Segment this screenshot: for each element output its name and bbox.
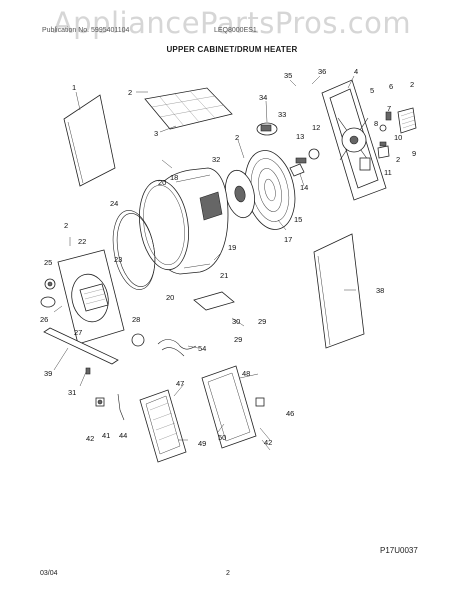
section-title: UPPER CABINET/DRUM HEATER [166,45,298,54]
callout: 13 [296,132,304,141]
page-number: 2 [226,570,230,577]
door-inner-panel-part[interactable] [139,389,187,463]
callout: 9 [412,149,416,158]
callout: 20 [158,178,166,187]
rear-bulkhead-part[interactable] [321,79,387,201]
callout: 2 [410,80,414,89]
drum-heater-disc-part[interactable] [221,146,301,234]
leader-lines [53,75,356,451]
callout: 27 [74,328,82,337]
callout: 50 [218,433,226,442]
light-socket-part[interactable] [256,122,278,136]
top-vent-tray-part[interactable] [144,87,233,130]
model-number: LEQ8000ES1 [214,27,257,34]
callout: 54 [198,344,206,353]
callout: 47 [176,379,184,388]
callout: 2 [396,155,400,164]
callout: 42 [86,434,94,443]
support-bracket-part[interactable] [193,291,235,311]
callout: 24 [110,199,118,208]
callout: 41 [102,431,110,440]
callout: 2 [128,88,132,97]
callout: 8 [374,119,378,128]
side-panel-part[interactable] [313,233,365,349]
callout: 11 [384,168,392,177]
callout: 31 [68,388,76,397]
door-switch-part[interactable] [40,278,56,308]
callout: 29 [258,317,266,326]
callout: 18 [170,173,178,182]
callout: 1 [72,83,76,92]
callout: 34 [259,93,267,102]
callout: 46 [286,409,294,418]
callout: 20 [166,293,174,302]
figure-code: P17U0037 [380,546,418,555]
dryer-drum-part[interactable] [134,167,229,275]
callout: 33 [278,110,286,119]
callout: 10 [394,133,402,142]
exhaust-grille-part[interactable] [397,107,417,134]
callout: 49 [198,439,206,448]
callout: 32 [212,155,220,164]
callout: 36 [318,67,326,76]
door-catch-part[interactable] [255,397,265,407]
callout: 14 [300,183,308,192]
footer-date: 03/04 [40,570,58,577]
door-outer-panel-part[interactable] [201,365,257,449]
callout: 17 [284,235,292,244]
callout-labels: 1 2 3 34 33 35 36 4 5 6 2 7 8 9 2 10 11 … [40,67,416,448]
callout: 26 [40,315,48,324]
callout: 22 [78,237,86,246]
watermark: AppliancePartsPros.com [52,6,412,40]
screw-part[interactable] [85,367,91,375]
callout: 28 [132,315,140,324]
callout: 6 [389,82,393,91]
callout: 7 [387,104,391,113]
callout: 30 [232,317,240,326]
bracket-part[interactable] [377,145,390,159]
callout: 38 [376,286,384,295]
door-hinge-part[interactable] [95,393,125,421]
top-panel-part[interactable] [63,94,116,187]
callout: 39 [44,369,52,378]
callout: 4 [354,67,358,76]
callout: 44 [119,431,127,440]
wire-harness-part[interactable] [157,339,197,357]
callout: 12 [312,123,320,132]
callout: 35 [284,71,292,80]
callout: 29 [234,335,242,344]
bearing-assembly-part[interactable] [289,148,320,177]
callout: 23 [114,255,122,264]
callout: 5 [370,86,374,95]
callout: 25 [44,258,52,267]
callout: 3 [154,129,158,138]
callout: 15 [294,215,302,224]
drum-seal-ring-part[interactable] [107,207,160,293]
bulkhead-hardware-part[interactable] [379,111,392,147]
callout: 21 [220,271,228,280]
callout: 2 [235,133,239,142]
callout: 19 [228,243,236,252]
callout: 2 [64,221,68,230]
light-lens-part[interactable] [131,333,145,347]
front-bulkhead-part[interactable] [57,249,125,345]
front-trim-strip-part[interactable] [43,327,119,365]
callout: 48 [242,369,250,378]
publication-number: Publication No. 5995401104 [42,27,130,34]
callout: 42 [264,438,272,447]
